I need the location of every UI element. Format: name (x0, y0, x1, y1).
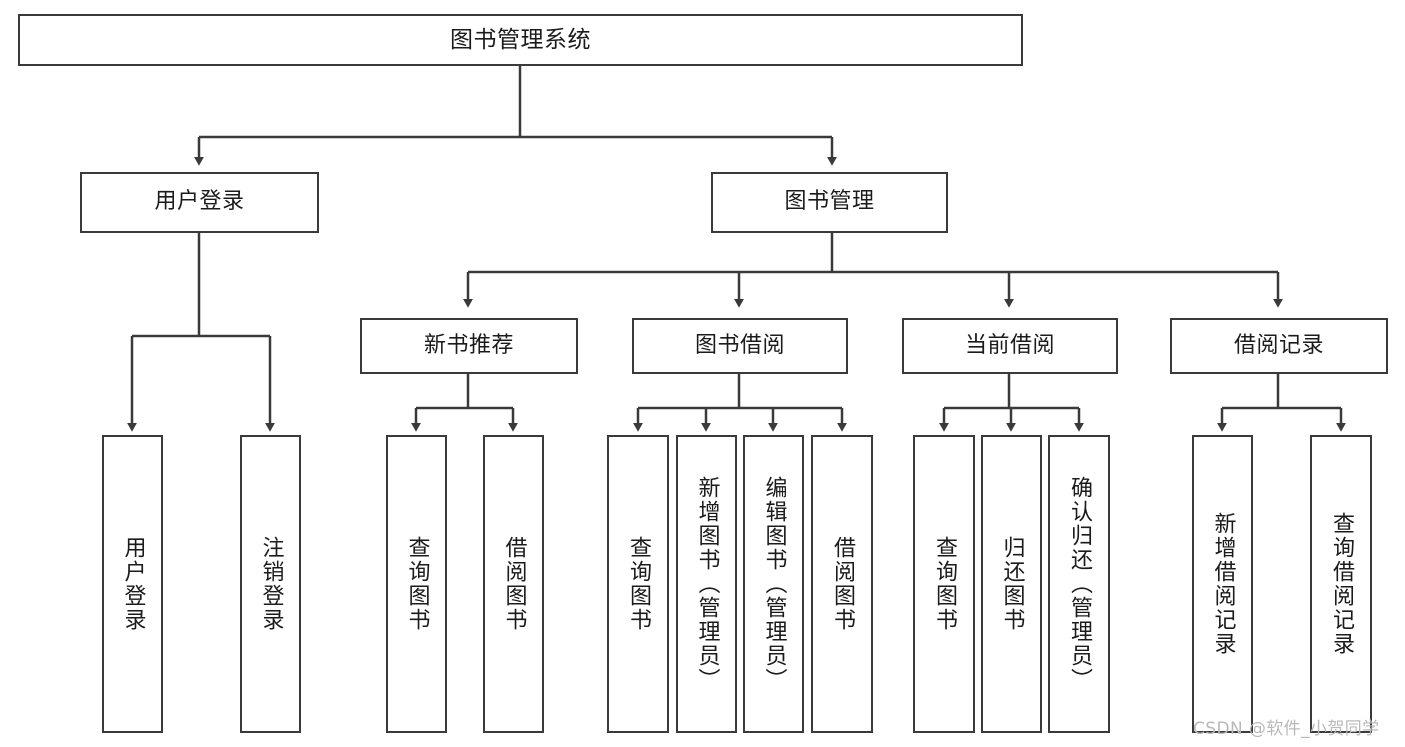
node-new-book-recommend[interactable]: 新书推荐 (360, 318, 578, 374)
node-label: 确认归还（管理员） (1066, 476, 1092, 692)
node-label: 查询图书 (404, 536, 430, 632)
node-leaf-query-book-2[interactable]: 查询图书 (607, 435, 669, 733)
node-leaf-add-borrow-record[interactable]: 新增借阅记录 (1192, 435, 1253, 733)
node-label: 图书借阅 (694, 332, 785, 358)
node-leaf-query-book-1[interactable]: 查询图书 (386, 435, 447, 733)
node-label: 借阅图书 (501, 536, 527, 632)
node-leaf-add-book[interactable]: 新增图书（管理员） (676, 435, 737, 733)
node-leaf-query-borrow-record[interactable]: 查询借阅记录 (1310, 435, 1372, 733)
node-label: 编辑图书（管理员） (761, 476, 787, 692)
node-leaf-return-book[interactable]: 归还图书 (981, 435, 1042, 733)
node-label: 归还图书 (999, 536, 1025, 632)
node-book-management[interactable]: 图书管理 (711, 172, 948, 233)
node-label: 图书管理 (784, 189, 875, 215)
node-leaf-borrow-book-2[interactable]: 借阅图书 (811, 435, 873, 733)
node-label: 用户登录 (120, 536, 146, 632)
node-user-login[interactable]: 用户登录 (80, 172, 319, 233)
node-leaf-user-login[interactable]: 用户登录 (102, 435, 163, 733)
node-book-borrow[interactable]: 图书借阅 (632, 318, 848, 374)
node-borrow-record[interactable]: 借阅记录 (1170, 318, 1388, 374)
node-label: 借阅记录 (1233, 332, 1324, 358)
node-label: 查询借阅记录 (1328, 512, 1354, 656)
node-label: 新增借阅记录 (1210, 512, 1236, 656)
node-leaf-query-book-3[interactable]: 查询图书 (913, 435, 975, 733)
node-root-system[interactable]: 图书管理系统 (18, 14, 1023, 66)
node-label: 查询图书 (931, 536, 957, 632)
node-label: 注销登录 (258, 536, 284, 632)
node-label: 借阅图书 (829, 536, 855, 632)
node-leaf-borrow-book-1[interactable]: 借阅图书 (483, 435, 544, 733)
node-label: 图书管理系统 (450, 26, 591, 53)
node-label: 查询图书 (625, 536, 651, 632)
node-label: 新增图书（管理员） (694, 476, 720, 692)
node-label: 新书推荐 (423, 332, 514, 358)
node-current-borrow[interactable]: 当前借阅 (902, 318, 1118, 374)
node-label: 当前借阅 (964, 332, 1055, 358)
node-leaf-logout-login[interactable]: 注销登录 (240, 435, 301, 733)
node-label: 用户登录 (154, 189, 245, 215)
node-leaf-edit-book[interactable]: 编辑图书（管理员） (743, 435, 804, 733)
node-leaf-confirm-return[interactable]: 确认归还（管理员） (1048, 435, 1110, 733)
